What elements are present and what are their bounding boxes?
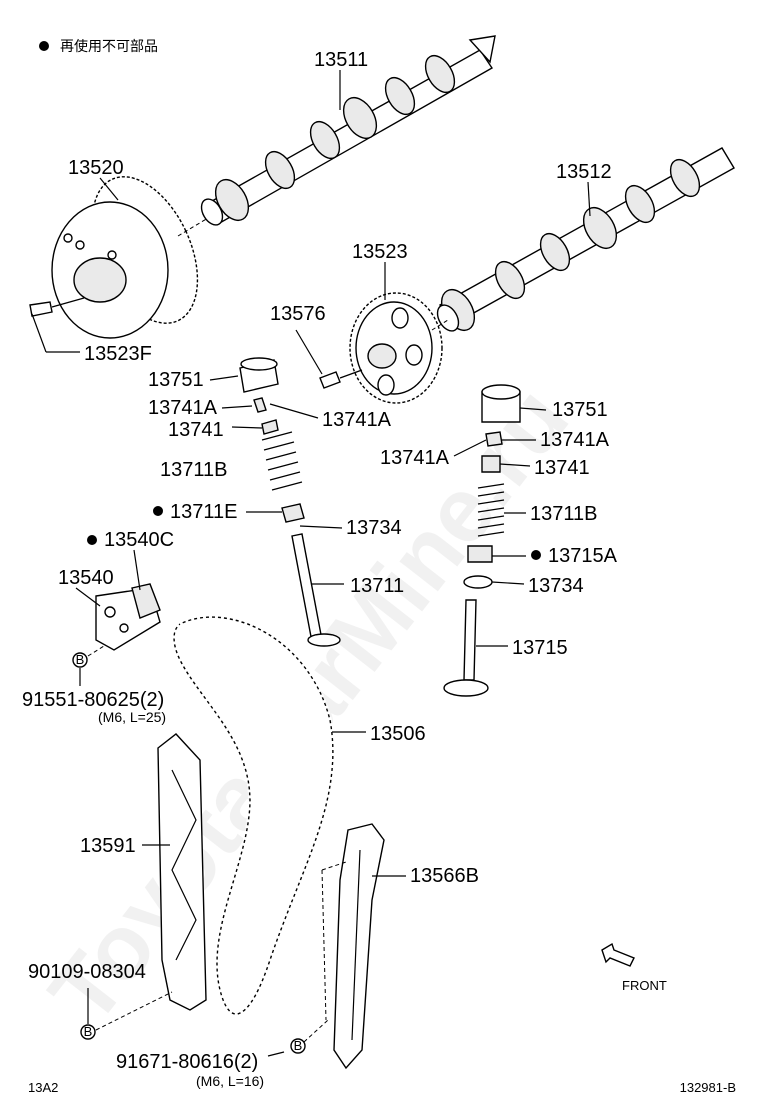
label-13741-left: 13741 [168,419,224,441]
label-13715a: 13715A [548,545,618,567]
label-13751-right: 13751 [552,399,608,421]
footer-right-code: 132981-B [680,1080,736,1095]
bolt-13576 [319,369,363,389]
tensioner-13540 [95,583,161,651]
label-13711e: 13711E [170,501,237,523]
front-arrow-icon [601,942,635,967]
timing-chain-13506 [172,615,335,1016]
callout-b-letter: B [76,652,85,667]
label-13576: 13576 [270,303,326,325]
leader-dash [177,217,209,237]
label-13506: 13506 [370,723,426,745]
leader-lines [31,70,591,1057]
guide-13591 [157,733,207,1011]
label-13751-left: 13751 [148,369,204,391]
label-13540c: 13540C [104,529,174,551]
label-13711b-right: 13711B [530,503,597,525]
callout-b-circle [72,652,88,668]
valve-stack-right [443,384,521,697]
label-13715: 13715 [512,637,568,659]
front-label: FRONT [622,978,667,993]
non-reusable-dot-icon [531,550,541,560]
leader-dash [431,319,449,331]
note-91671: (M6, L=16) [196,1073,264,1089]
label-13741a-left-1: 13741A [148,397,218,419]
label-13540: 13540 [58,567,114,589]
vvt-gear-13520 [51,176,199,339]
label-13741a-right-2: 13741A [380,447,450,469]
legend-dot-icon [39,41,49,51]
label-13566b: 13566B [410,865,479,887]
label-13512: 13512 [556,161,612,183]
non-reusable-dot-icon [87,535,97,545]
slipper-13566b [333,823,385,1070]
sprocket-13523 [349,292,443,404]
label-13511: 13511 [314,49,368,71]
label-13711: 13711 [350,575,404,597]
label-13734-right: 13734 [528,575,584,597]
label-13591: 13591 [80,835,136,857]
label-13711b-left: 13711B [160,459,227,481]
callout-b-letter: B [84,1024,93,1039]
leader-dash [321,861,347,871]
label-13741a-right-1: 13741A [540,429,610,451]
label-13523: 13523 [352,241,408,263]
callout-b-letter: B [294,1038,303,1053]
valve-stack-left [239,357,341,647]
label-13741a-left-2: 13741A [322,409,392,431]
callout-b-circle [290,1038,306,1054]
label-91551-80625: 91551-80625(2) [22,689,164,711]
label-13520: 13520 [68,157,124,179]
non-reusable-dot-icon [153,506,163,516]
camshaft-13511 [200,35,496,226]
note-91551: (M6, L=25) [98,709,166,725]
leader-dash [321,869,327,1021]
footer-left-code: 13A2 [28,1080,58,1095]
label-13523f: 13523F [84,343,152,365]
label-91671-80616: 91671-80616(2) [116,1051,258,1073]
callout-b-circle [80,1024,96,1040]
camshaft-13512 [436,147,735,332]
legend-text: 再使用不可部品 [60,38,158,55]
label-13734-left: 13734 [346,517,402,539]
label-90109-08304: 90109-08304 [28,961,146,983]
bolt-13523f [29,297,85,317]
label-13741-right: 13741 [534,457,590,479]
